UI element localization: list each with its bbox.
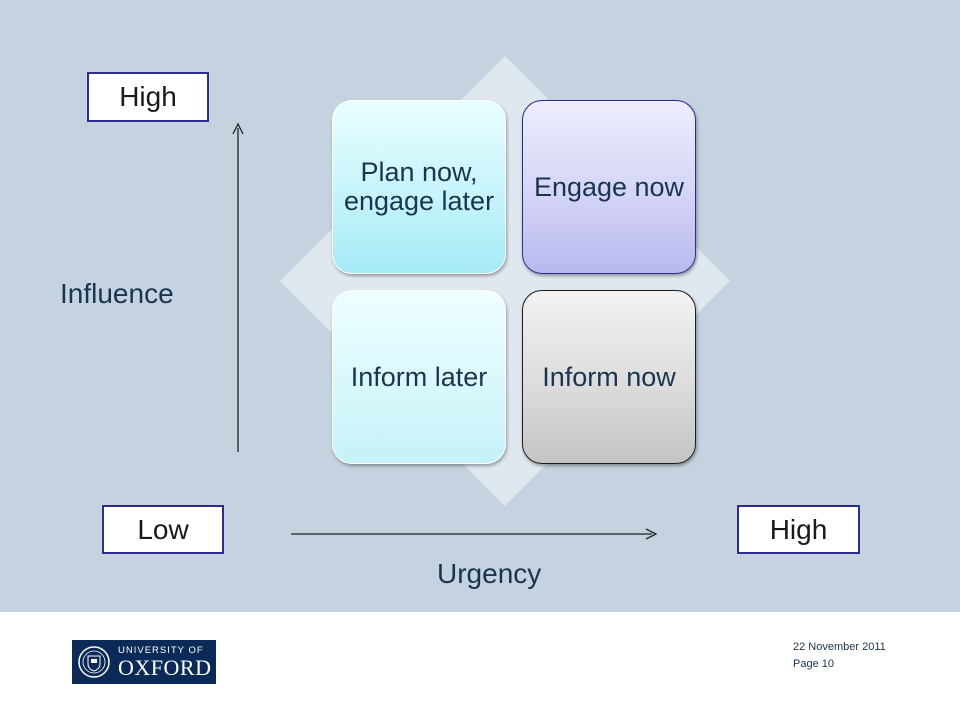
quadrant-label: Inform now xyxy=(542,361,676,392)
influence-high-label: High xyxy=(87,72,209,122)
axes xyxy=(232,122,658,540)
y-axis-arrowhead xyxy=(232,122,244,135)
logo-oxford: OXFORD xyxy=(118,655,212,680)
quadrant-inform-later: Inform later xyxy=(332,290,506,464)
quadrant-inform-now: Inform now xyxy=(522,290,696,464)
influence-axis-title: Influence xyxy=(60,278,174,309)
quadrant-label: Inform later xyxy=(350,361,488,392)
x-axis-arrowhead xyxy=(645,528,658,540)
quadrant-label: Plan now, engage later xyxy=(343,157,495,216)
urgency-axis-title: Urgency xyxy=(437,558,542,589)
urgency-low-label: Low xyxy=(102,505,224,554)
quadrant-label: Engage now xyxy=(533,171,685,202)
oxford-logo: UNIVERSITY OF OXFORD xyxy=(72,640,216,684)
footer-page-number: Page 10 xyxy=(793,658,834,670)
crest-icon xyxy=(78,646,110,678)
quadrant-engage-now: Engage now xyxy=(522,100,696,274)
footer-date: 22 November 2011 xyxy=(793,641,886,653)
urgency-high-label: High xyxy=(737,505,860,554)
logo-university-of: UNIVERSITY OF xyxy=(118,645,204,656)
quadrant-plan-now-engage-later: Plan now, engage later xyxy=(332,100,506,274)
